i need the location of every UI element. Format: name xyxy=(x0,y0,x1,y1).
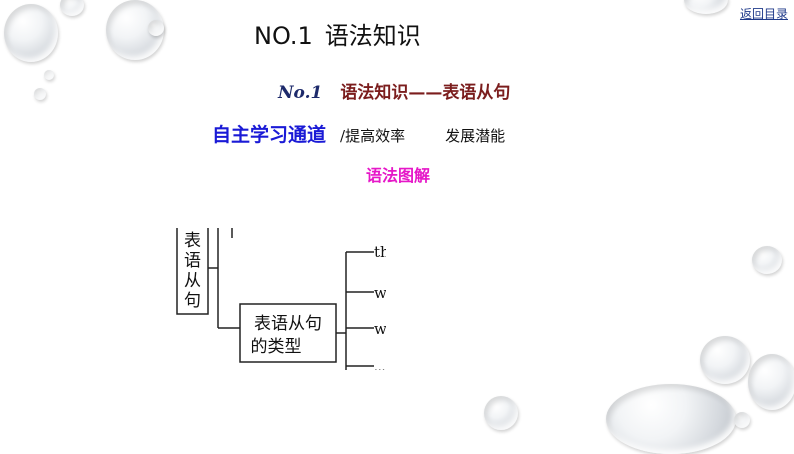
water-drop-decoration xyxy=(484,396,518,430)
channel-subtitle-potential: 发展潜能 xyxy=(445,127,506,145)
water-drop-decoration xyxy=(34,88,46,100)
channel-subtitle-efficiency: /提高效率 xyxy=(340,127,406,145)
branch-label: th xyxy=(374,243,386,261)
branch-label: w xyxy=(374,284,386,302)
water-drop-decoration xyxy=(4,4,58,62)
water-drop-decoration xyxy=(684,0,728,14)
section-number: No.1 xyxy=(278,83,323,103)
water-drop-decoration xyxy=(60,0,84,16)
back-to-contents-link[interactable]: 返回目录 xyxy=(739,7,788,21)
slide-title: NO.1 语法知识 xyxy=(254,16,421,51)
root-char: 句 xyxy=(184,291,201,311)
root-char: 表 xyxy=(184,231,201,251)
section-title: 语法知识——表语从句 xyxy=(340,83,511,103)
grammar-tree-svg: 表 语 从 句 表语从句 的类型 th w w ... xyxy=(176,228,386,370)
section-heading: No.1 语法知识——表语从句 xyxy=(278,78,510,103)
water-drop-decoration xyxy=(748,354,794,410)
water-drop-decoration xyxy=(700,336,750,384)
root-box xyxy=(176,228,209,315)
slide-title-number: NO.1 xyxy=(254,22,313,50)
types-box xyxy=(239,303,337,363)
water-drop-decoration xyxy=(606,384,736,454)
root-char: 语 xyxy=(184,251,201,271)
branch-label: ... xyxy=(374,360,385,370)
study-channel-row: 自主学习通道/提高效率 发展潜能 xyxy=(212,120,505,147)
water-drop-decoration xyxy=(734,412,750,428)
grammar-tree-diagram: 表 语 从 句 表语从句 的类型 th w w ... xyxy=(150,228,386,370)
branch-label: w xyxy=(374,320,386,338)
channel-title: 自主学习通道 xyxy=(212,124,327,146)
root-char: 从 xyxy=(184,271,201,291)
types-box-line2: 的类型 xyxy=(251,337,302,357)
types-box-line1: 表语从句 xyxy=(254,314,322,334)
water-drop-decoration xyxy=(752,246,782,274)
slide-title-text: 语法知识 xyxy=(324,22,421,50)
water-drop-decoration xyxy=(148,20,164,36)
diagram-heading: 语法图解 xyxy=(366,166,431,185)
water-drop-decoration xyxy=(44,70,54,80)
